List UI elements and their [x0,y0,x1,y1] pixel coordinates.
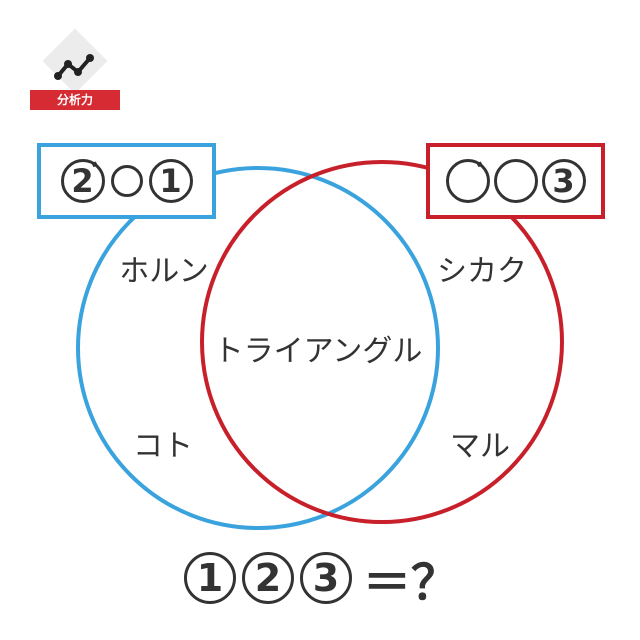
blank-circle: ゛ [445,159,497,203]
equals-question: ＝？ [362,555,459,611]
clue-number-circle: 2 ゛ [60,159,112,203]
left-clue-box: 2 ゛ 1 [37,143,216,219]
clue-number: 2 [71,162,94,200]
blank-circle [110,165,143,197]
trend-line-icon [54,54,94,80]
right-word-1: シカク [437,254,527,289]
clue-number-circle: 3 [541,159,586,203]
dakuten-mark: ゛ [91,160,112,184]
blank-circle [493,159,538,203]
dakuten-mark: ゛ [476,160,497,184]
intersection-word: トライアングル [213,334,423,369]
right-word-2: マル [450,429,510,464]
clue-number-circle: 1 [148,159,193,203]
badge-label: 分析力 [30,90,120,110]
answer-number-circle: 2 [241,552,294,604]
red-circle [200,160,564,524]
answer-number-circle: 3 [299,552,352,604]
right-clue-box: ゛ 3 [426,143,605,219]
question-line: 1 2 3 ＝？ [0,548,640,611]
category-badge: 分析力 [30,28,120,110]
left-word-2: コト [133,429,193,464]
blue-circle [76,166,440,530]
left-word-1: ホルン [119,254,209,289]
answer-number-circle: 1 [183,552,236,604]
